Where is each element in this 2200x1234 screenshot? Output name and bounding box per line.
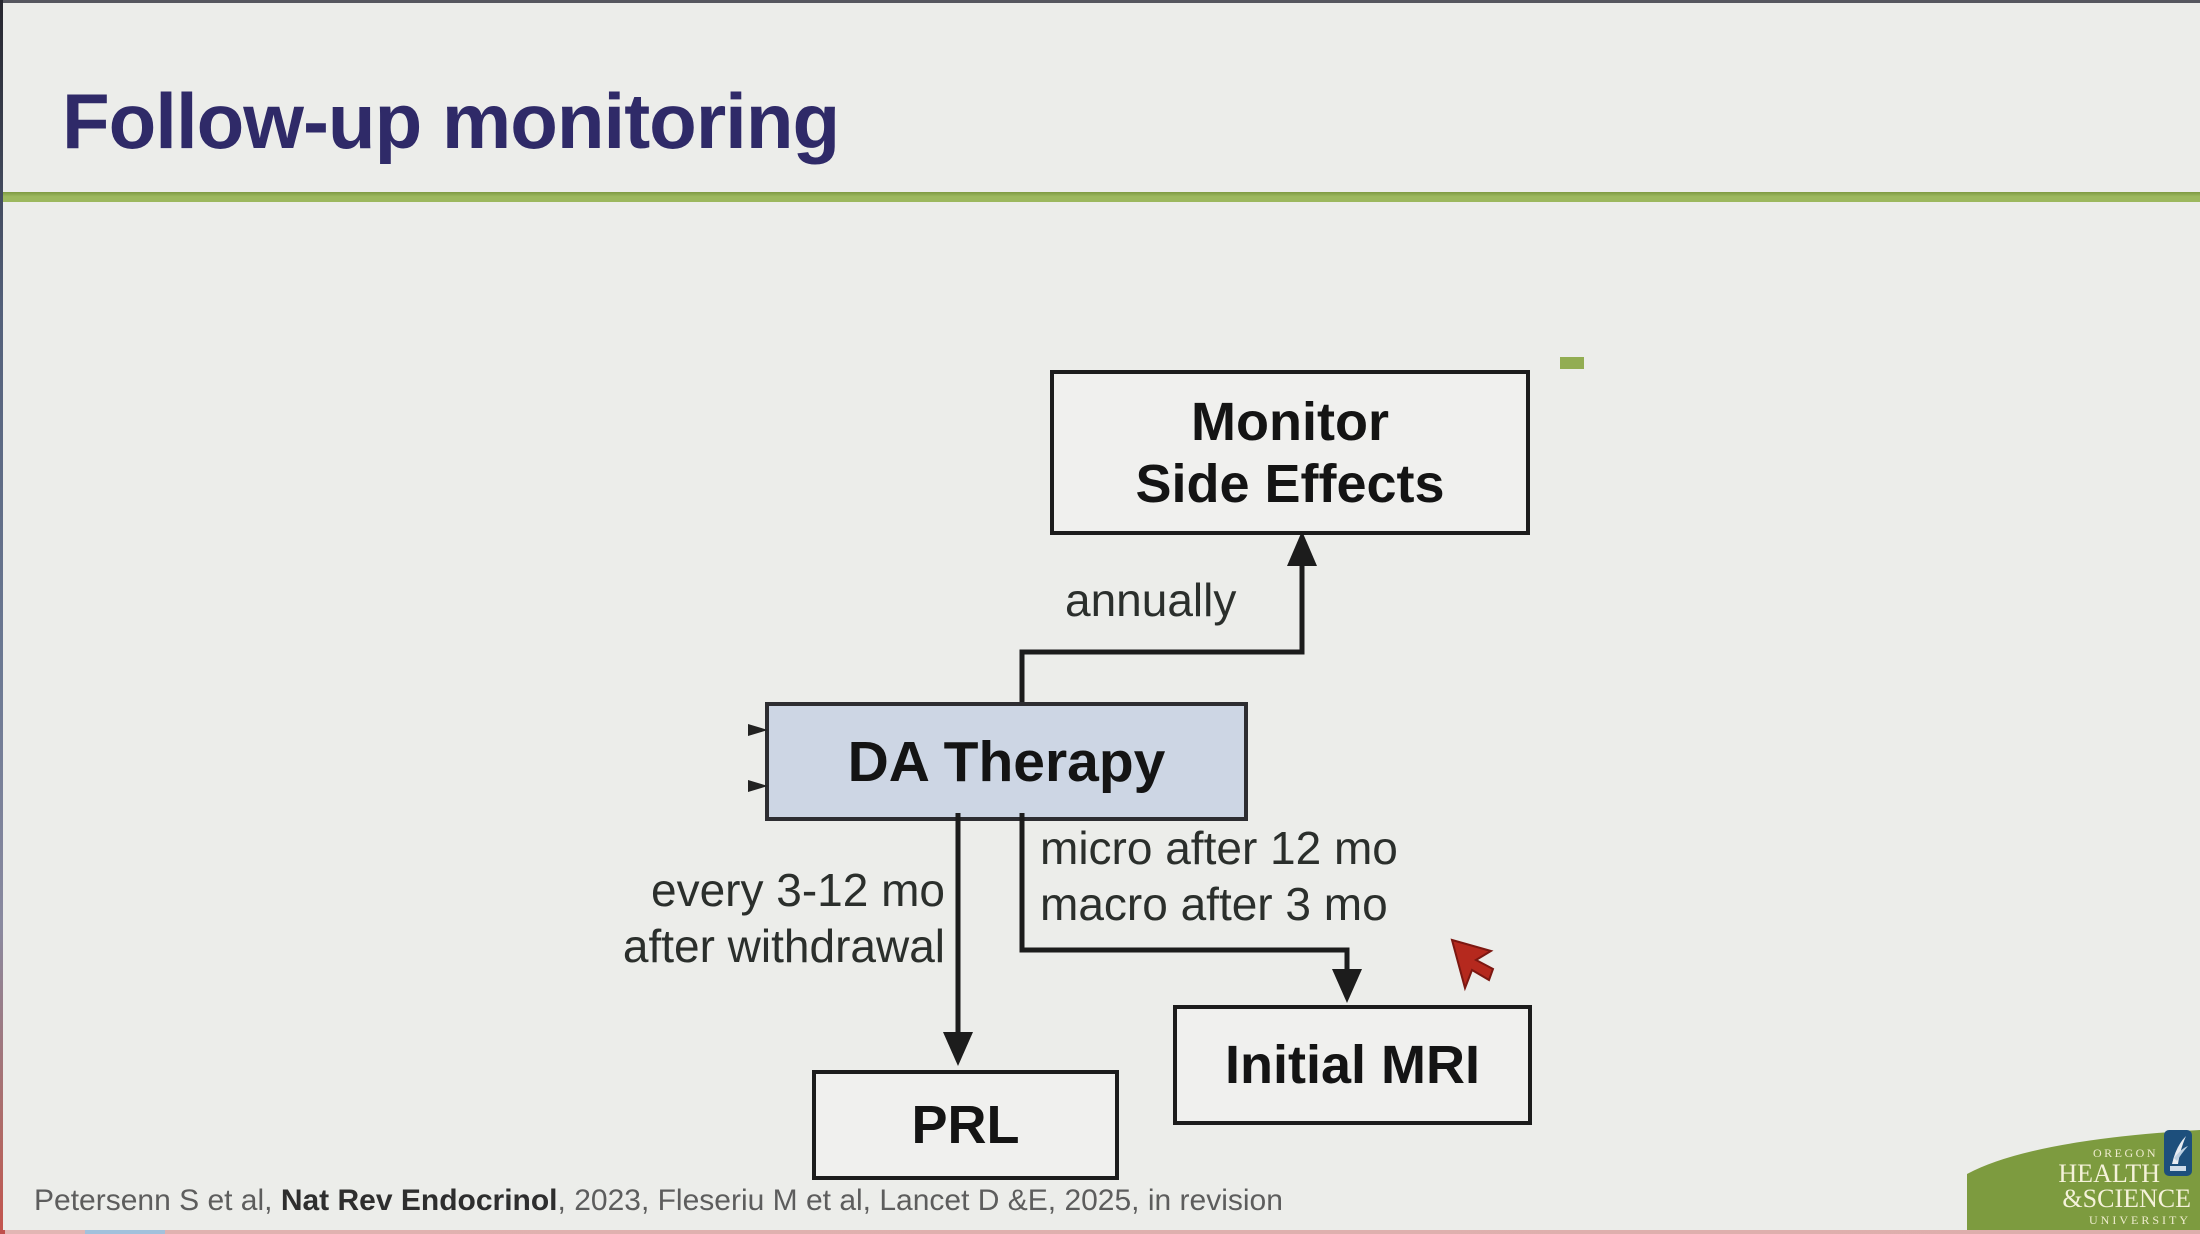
mri-interval-line2: macro after 3 mo [1040, 878, 1388, 930]
citation-prefix: Petersenn S et al, [34, 1184, 281, 1217]
citation-suffix: , 2023, Fleseriu M et al, Lancet D &E, 2… [557, 1184, 1283, 1217]
prl-interval-line2: after withdrawal [622, 920, 945, 972]
ohsu-badge-leaf-icon-2 [2174, 1146, 2188, 1161]
connector-da-to-monitor [1019, 562, 1305, 702]
ohsu-logo-green-swoosh [1967, 1130, 2200, 1234]
arrowhead-da-to-mri [1332, 969, 1362, 1003]
mri-interval-line1: micro after 12 mo [1040, 822, 1398, 874]
flow-node-da-therapy: DA Therapy [765, 702, 1248, 821]
title-underline-rule [0, 192, 2200, 202]
ohsu-logo-line2: HEALTH [2058, 1159, 2160, 1188]
monitor-line1: Monitor [1191, 391, 1389, 452]
ohsu-logo-line4: UNIVERSITY [2089, 1213, 2191, 1227]
flow-node-prl: PRL [812, 1070, 1119, 1180]
ohsu-logo: OREGON HEALTH &SCIENCE UNIVERSITY [1967, 1130, 2200, 1234]
arrowhead-da-to-prl [943, 1032, 973, 1066]
page-title: Follow-up monitoring [62, 77, 840, 165]
edge-label-prl-interval: every 3-12 mo after withdrawal [520, 862, 945, 974]
citation-text: Petersenn S et al, Nat Rev Endocrinol, 2… [34, 1184, 1283, 1218]
flow-node-monitor-side-effects: Monitor Side Effects [1050, 370, 1530, 535]
ohsu-logo-line3: &SCIENCE [2062, 1184, 2191, 1213]
connector-da-to-mri [1019, 813, 1350, 973]
video-frame-left-edge [0, 0, 3, 1234]
edge-label-mri-interval: micro after 12 mo macro after 3 mo [1040, 820, 1398, 932]
da-box-left-tick-upper [748, 724, 768, 736]
mouse-cursor-icon [1450, 938, 1495, 992]
citation-journal: Nat Rev Endocrinol [280, 1184, 558, 1217]
flow-node-initial-mri: Initial MRI [1173, 1005, 1532, 1125]
edge-label-annually: annually [1065, 574, 1237, 626]
da-box-left-tick-lower [748, 780, 768, 792]
green-dash-mark [1560, 357, 1584, 369]
ohsu-logo-line1: OREGON [2093, 1146, 2158, 1160]
flow-node-monitor-text: Monitor Side Effects [1135, 391, 1444, 515]
ohsu-badge-text-block [2170, 1166, 2186, 1171]
video-frame-top-edge [0, 0, 2200, 3]
video-frame-bottom-edge [0, 1230, 2200, 1234]
monitor-line2: Side Effects [1135, 453, 1445, 514]
prl-interval-line1: every 3-12 mo [650, 864, 945, 916]
arrowhead-da-to-monitor [1287, 531, 1317, 566]
initial-mri-label: Initial MRI [1225, 1035, 1480, 1095]
prl-label: PRL [911, 1095, 1020, 1155]
da-therapy-label: DA Therapy [847, 729, 1166, 794]
ohsu-logo-badge [2164, 1130, 2192, 1176]
